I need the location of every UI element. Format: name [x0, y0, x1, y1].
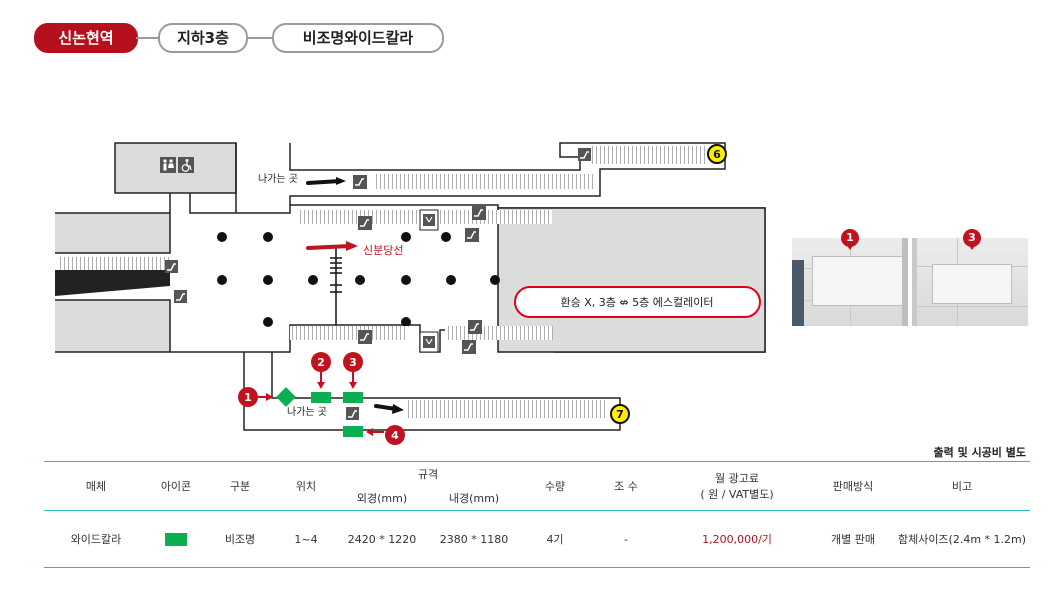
- header-spec: 규격: [417, 468, 439, 481]
- breadcrumb: 신논현역 지하3층 비조명와이드칼라: [34, 23, 454, 53]
- svg-text:2: 2: [317, 356, 325, 369]
- central-stair: [330, 248, 342, 325]
- cell-remark: 함체사이즈(2.4m * 1.2m): [897, 533, 1027, 546]
- upper-corridor-outline: [235, 142, 726, 213]
- escalator-icon: [578, 148, 591, 161]
- cell-icon: [148, 511, 204, 568]
- marker-3[interactable]: 3: [343, 352, 363, 389]
- exit-6-number: 6: [713, 148, 721, 161]
- cell-outer: 2420 * 1220: [347, 532, 417, 546]
- breadcrumb-connector: [246, 37, 272, 39]
- exit-7-number: 7: [616, 408, 624, 421]
- elevator-icon: [423, 336, 435, 348]
- ad-panel: [932, 264, 1012, 304]
- ad-panel: [812, 256, 904, 306]
- header-icon: 아이콘: [160, 480, 192, 493]
- escalator-icon: [346, 407, 359, 420]
- direction-label: 신분당선: [363, 244, 403, 257]
- cell-qty: 4기: [546, 533, 564, 546]
- breadcrumb-connector: [136, 37, 158, 39]
- header-media: 매체: [85, 480, 107, 493]
- escalator-inner-bottom-left: [290, 326, 408, 340]
- exit-label-top: 나가는 곳: [258, 173, 298, 185]
- exit-7-badge[interactable]: [610, 404, 630, 424]
- transfer-note-box: [514, 286, 761, 318]
- restroom-icon: [160, 157, 176, 173]
- breadcrumb-station[interactable]: 신논현역: [34, 23, 138, 53]
- escalator-inner-bottom-right: [445, 326, 553, 340]
- ad-spot-4[interactable]: [343, 426, 363, 437]
- svg-text:1: 1: [244, 391, 252, 404]
- escalator-left: [60, 257, 170, 273]
- header-fee-line1: 월 광고료: [715, 472, 759, 485]
- cell-sides: -: [624, 532, 628, 546]
- cell-media: 와이드칼라: [70, 533, 122, 546]
- cell-location: 1~4: [294, 532, 318, 546]
- ad-spot-3[interactable]: [343, 392, 363, 403]
- cell-fee: 1,200,000/기: [702, 533, 772, 546]
- cell-category: 비조명: [224, 533, 256, 546]
- ad-spot-2[interactable]: [311, 392, 331, 403]
- pillars: [217, 232, 500, 327]
- transfer-note: 환승 X, 3층 ⇎ 5층 에스컬레이터: [561, 296, 714, 309]
- header-inner: 내경(mm): [448, 492, 500, 505]
- header-fee: 월 광고료 ( 원 / VAT별도): [662, 462, 812, 511]
- cell-inner: 2380 * 1180: [439, 532, 509, 546]
- escalator-left-ramp: [55, 270, 170, 296]
- exit-6-badge[interactable]: [707, 144, 727, 164]
- exit-label-bottom: 나가는 곳: [287, 406, 327, 418]
- marker-4[interactable]: 4: [366, 425, 405, 445]
- photo-placement-3[interactable]: 3: [912, 229, 1028, 326]
- svg-text:3: 3: [349, 356, 357, 369]
- escalator-icon: [174, 290, 187, 303]
- table-row: 와이드칼라 비조명 1~4 2420 * 1220 2380 * 1180 4기…: [44, 510, 1030, 568]
- ad-spot-1[interactable]: [276, 387, 296, 407]
- photo-placement-1[interactable]: 1: [792, 229, 908, 326]
- header-sides: 조 수: [614, 480, 638, 493]
- photo-marker: 1: [841, 229, 859, 250]
- escalator-exit7: [405, 400, 605, 418]
- breadcrumb-product[interactable]: 비조명와이드칼라: [272, 23, 444, 53]
- wheelchair-icon: [178, 157, 194, 173]
- escalator-upper-corridor: [375, 174, 595, 189]
- station-floor-map: 나가는 곳 6 신분당선 환승 X, 3층 ⇎ 5층 에스컬레이터: [55, 142, 766, 445]
- header-sales: 판매방식: [832, 480, 874, 493]
- marker-2[interactable]: 2: [311, 352, 331, 389]
- left-wall-bottom: [55, 300, 170, 352]
- marker-1[interactable]: 1: [238, 387, 273, 407]
- escalator-inner-top-right: [440, 210, 552, 224]
- photo-marker: 3: [963, 229, 981, 250]
- elevator-icon: [423, 214, 435, 226]
- lower-corridor-outline: [243, 352, 621, 431]
- green-ad-icon: [165, 532, 187, 546]
- breadcrumb-floor[interactable]: 지하3층: [158, 23, 248, 53]
- header-fee-line2: ( 원 / VAT별도): [700, 488, 774, 501]
- left-wall-top: [55, 213, 170, 253]
- header-outer: 외경(mm): [356, 492, 408, 505]
- header-qty: 수량: [544, 480, 566, 493]
- cell-sales: 개별 판매: [831, 533, 875, 546]
- cost-note: 출력 및 시공비 별도: [933, 446, 1026, 459]
- header-category: 구분: [229, 480, 251, 493]
- svg-text:4: 4: [391, 429, 399, 442]
- header-remark: 비고: [951, 480, 973, 493]
- escalator-exit6: [590, 146, 708, 164]
- header-location: 위치: [295, 480, 317, 493]
- spec-table: 매체 아이콘 구분 위치 규격 수량 조 수 월 광고료 ( 원 / VAT별도…: [44, 461, 1030, 568]
- escalator-icon: [165, 260, 178, 273]
